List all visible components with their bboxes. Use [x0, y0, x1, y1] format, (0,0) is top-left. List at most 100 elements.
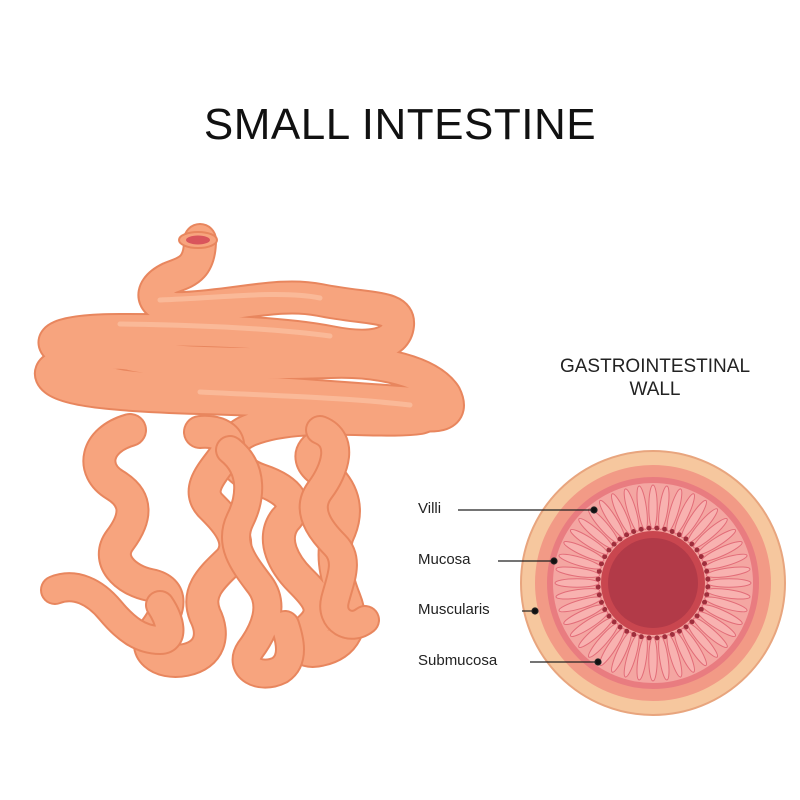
villus [687, 623, 719, 658]
villus-base [676, 532, 682, 538]
submucosa-pointer-dot [594, 658, 602, 666]
villus-base [596, 592, 602, 598]
villus-base [704, 568, 710, 574]
villus [636, 635, 648, 681]
villus [636, 485, 648, 531]
muscularis-pointer-dot [531, 607, 539, 615]
villus [666, 488, 683, 532]
villus [611, 493, 632, 535]
villus-base [606, 613, 612, 619]
villus [658, 485, 670, 531]
villus-base [669, 528, 675, 534]
villus-base [689, 541, 695, 547]
villus-base [617, 624, 623, 630]
villus [697, 529, 737, 555]
lumen [608, 538, 698, 628]
villus-base [646, 525, 652, 531]
villus-base [654, 635, 660, 641]
villus [687, 508, 719, 543]
cross-section-title: GASTROINTESTINAL WALL [520, 355, 790, 401]
villus [599, 499, 625, 539]
villus-base [602, 606, 608, 612]
villus-base [598, 561, 604, 567]
villus [666, 634, 683, 678]
villus-base [662, 634, 668, 640]
villus-base [694, 547, 700, 553]
villi-ring [554, 484, 752, 682]
villus-base [694, 613, 700, 619]
villus [704, 596, 748, 613]
villus [693, 617, 728, 649]
villus-base [698, 606, 704, 612]
villus [555, 566, 601, 578]
villus-base [602, 554, 608, 560]
villus [555, 588, 601, 600]
villus [569, 611, 609, 637]
villus-base [702, 561, 708, 567]
villus-base [631, 528, 637, 534]
villi-pointer-dot [590, 506, 598, 514]
villus [623, 634, 640, 678]
villus [578, 617, 613, 649]
villus-base [662, 526, 668, 532]
villus-base [683, 624, 689, 630]
cross-section-title-line1: GASTROINTESTINAL [559, 356, 751, 377]
gastrointestinal-wall-cross-section [520, 450, 786, 716]
villus [558, 596, 602, 613]
villus-base [689, 619, 695, 625]
villus-base [704, 592, 710, 598]
villus-base [646, 635, 652, 641]
villus [706, 578, 752, 588]
villus [599, 627, 625, 667]
villus-base [595, 576, 601, 582]
villus-base [654, 525, 660, 531]
villus-base [676, 628, 682, 634]
cross-section-title-line2: WALL [629, 379, 681, 400]
villus-base [598, 599, 604, 605]
mucosa-label: Mucosa [418, 551, 471, 568]
villus [611, 631, 632, 673]
villus [587, 508, 619, 543]
villus [705, 588, 751, 600]
villus [705, 566, 751, 578]
villus-base [705, 576, 711, 582]
villus [623, 488, 640, 532]
villus [674, 493, 695, 535]
villus-base [606, 547, 612, 553]
villus-base [698, 554, 704, 560]
villus [563, 604, 605, 625]
villus [587, 623, 619, 658]
villus [697, 611, 737, 637]
villus-base [596, 568, 602, 574]
villus [558, 553, 602, 570]
villus [701, 541, 743, 562]
villus-base [631, 632, 637, 638]
page-title: SMALL INTESTINE [203, 100, 597, 149]
mucosa-pointer-dot [550, 557, 558, 565]
villus-base [669, 632, 675, 638]
villus-base [595, 584, 601, 590]
villus-base [624, 628, 630, 634]
villus [648, 636, 658, 682]
villus [681, 627, 707, 667]
villus [569, 529, 609, 555]
villus-base [638, 634, 644, 640]
villus [563, 541, 605, 562]
villus-base [611, 619, 617, 625]
intestine-opening [178, 231, 218, 249]
villus [704, 553, 748, 570]
villus [658, 635, 670, 681]
intestine-tube [33, 223, 465, 689]
villus-base [638, 526, 644, 532]
villi-label: Villi [418, 500, 442, 517]
villus [674, 631, 695, 673]
villus [578, 517, 613, 549]
villus [554, 578, 600, 588]
villus-base [702, 599, 708, 605]
villus-base [617, 536, 623, 542]
submucosa-label: Submucosa [418, 652, 498, 669]
villus-base [705, 584, 711, 590]
villus [693, 517, 728, 549]
